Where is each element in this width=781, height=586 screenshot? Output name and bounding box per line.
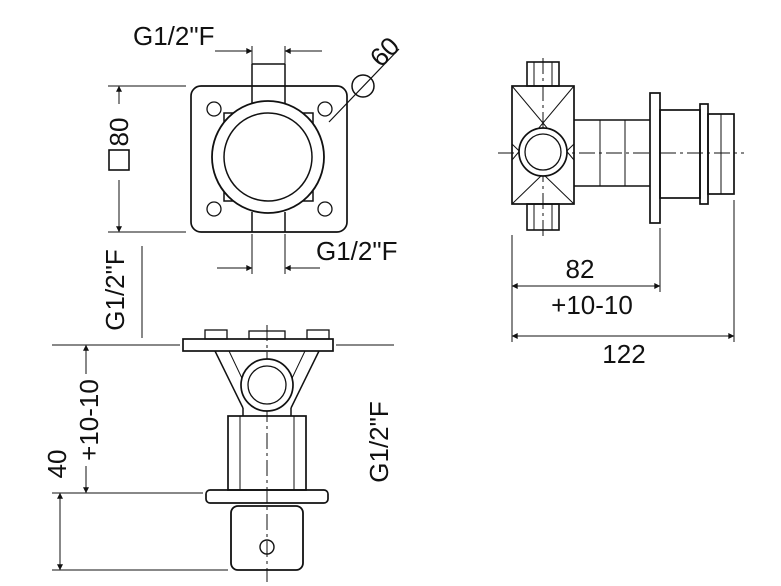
side-port-circle	[518, 127, 568, 177]
front-diameter-label: 60	[364, 31, 406, 73]
valve-inner-circle	[223, 112, 313, 202]
diameter-symbol-icon	[351, 74, 375, 98]
square-symbol-icon	[108, 149, 130, 171]
side-port-circle	[240, 358, 294, 412]
section-view	[182, 325, 334, 582]
section-dimensions: G1/2"F +10-10 40 G1/2"F	[42, 246, 394, 571]
mounting-hole-icon	[317, 201, 333, 217]
mounting-hole-icon	[317, 101, 333, 117]
side-dimensions: 82 +10-10 122	[511, 200, 735, 369]
mounting-plate	[190, 85, 348, 233]
mounting-hole-icon	[206, 201, 222, 217]
front-view	[190, 63, 348, 233]
escutcheon-flange	[205, 489, 329, 504]
side-adjustment-label: +10-10	[551, 290, 633, 320]
valve-body-side	[511, 85, 575, 205]
section-inlet-port-label: G1/2"F	[100, 249, 130, 330]
side-view	[498, 58, 744, 240]
side-rough-in-depth-label: 82	[566, 254, 595, 284]
front-bottom-port-label: G1/2"F	[316, 236, 397, 266]
valve-outer-circle	[211, 100, 325, 214]
front-top-port-label: G1/2"F	[133, 21, 214, 51]
wall-plate-section	[182, 338, 334, 352]
section-adjustment-label: +10-10	[74, 379, 104, 461]
diameter-leader-line	[328, 48, 400, 123]
wall-plate-side	[649, 92, 661, 224]
front-plate-size-label: 80	[104, 118, 134, 147]
handle-cap	[230, 505, 304, 571]
cap-screw-icon	[259, 539, 275, 555]
section-outlet-port-label: G1/2"F	[364, 401, 394, 482]
cartridge-body-side	[659, 109, 701, 199]
mounting-hole-icon	[206, 101, 222, 117]
side-total-depth-label: 122	[602, 339, 645, 369]
section-projection-label: 40	[42, 450, 72, 479]
